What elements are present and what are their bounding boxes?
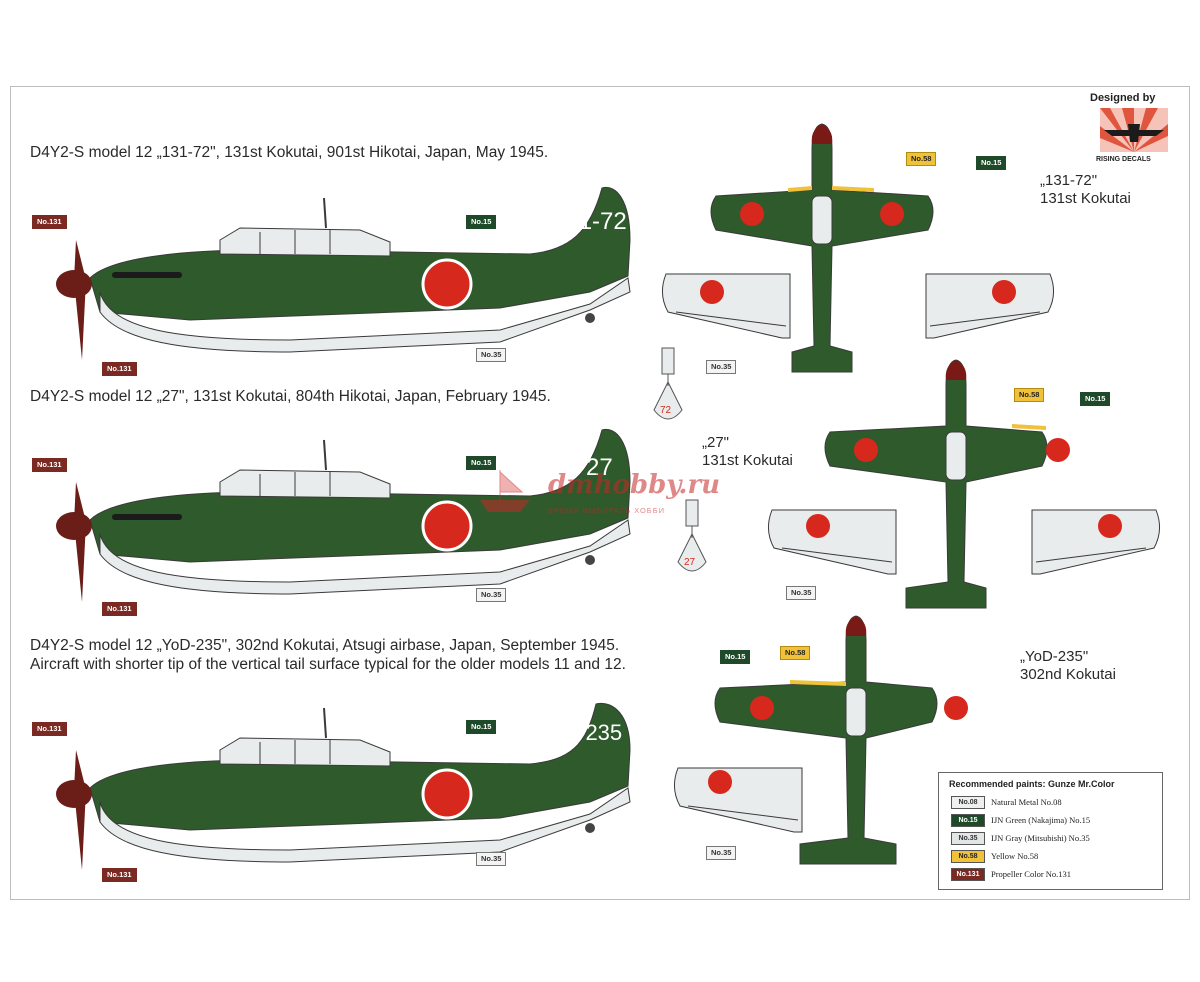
legend-label: IJN Green (Nakajima) No.15 bbox=[991, 815, 1091, 825]
paint-tag-no15: No.15 bbox=[720, 650, 751, 664]
underwing-left-3 bbox=[674, 767, 803, 833]
side-profile-27 bbox=[56, 428, 631, 602]
legend-code: No.35 bbox=[951, 831, 985, 845]
plan-view-yod-235 bbox=[714, 615, 968, 865]
watermark: dmhobby.ru ВРЕМЯ ВЫБИРАТЬ ХОББИ bbox=[470, 462, 750, 522]
legend-title: Recommended paints: Gunze Mr.Color bbox=[949, 779, 1115, 789]
side-profile-131-72 bbox=[56, 186, 631, 360]
paint-tag-no35: No.35 bbox=[706, 846, 737, 860]
paint-tag-no15: No.15 bbox=[466, 456, 497, 470]
tail-code: 3D-235 bbox=[550, 720, 623, 745]
paint-tag-no15: No.15 bbox=[466, 215, 497, 229]
paint-tag-no35: No.35 bbox=[786, 586, 817, 600]
plan-view-131-72 bbox=[710, 123, 934, 373]
legend-code: No.131 bbox=[951, 867, 985, 881]
front-view-number: 72 bbox=[660, 405, 672, 416]
profile-2-caption: D4Y2-S model 12 „27", 131st Kokutai, 804… bbox=[30, 388, 551, 405]
legend-code: No.08 bbox=[951, 795, 985, 809]
front-view-27 bbox=[677, 499, 707, 572]
plan-1-name-line2: 131st Kokutai bbox=[1040, 190, 1131, 207]
rising-sun-logo-icon bbox=[1100, 108, 1168, 152]
watermark-site: dmhobby.ru bbox=[548, 470, 721, 500]
paint-tag-no131: No.131 bbox=[102, 602, 137, 616]
paint-tag-no35: No.35 bbox=[476, 852, 507, 866]
legend-label: Yellow No.58 bbox=[991, 851, 1039, 861]
profile-1-caption: D4Y2-S model 12 „131-72", 131st Kokutai,… bbox=[30, 144, 549, 161]
plan-3-name-line2: 302nd Kokutai bbox=[1020, 666, 1116, 683]
legend-row: No.08 Natural Metal No.08 bbox=[951, 795, 1062, 809]
designer-brand: RISING DECALS bbox=[1096, 156, 1151, 163]
legend-label: Natural Metal No.08 bbox=[991, 797, 1062, 807]
paint-tag-no35: No.35 bbox=[476, 348, 507, 362]
paint-tag-no35: No.35 bbox=[706, 360, 737, 374]
designer-label: Designed by bbox=[1090, 92, 1156, 104]
paint-tag-no58: No.58 bbox=[906, 152, 937, 166]
underwing-left-1 bbox=[662, 273, 791, 339]
paint-tag-no15: No.15 bbox=[466, 720, 497, 734]
paint-legend: Recommended paints: Gunze Mr.Color No.08… bbox=[938, 772, 1163, 890]
front-view-number: 27 bbox=[684, 557, 696, 568]
paint-tag-no15: No.15 bbox=[1080, 392, 1111, 406]
paint-tag-no131: No.131 bbox=[32, 215, 67, 229]
paint-tag-no15: No.15 bbox=[976, 156, 1007, 170]
legend-row: No.35 IJN Gray (Mitsubishi) No.35 bbox=[951, 831, 1090, 845]
side-profile-yod-235 bbox=[56, 702, 631, 870]
legend-row: No.58 Yellow No.58 bbox=[951, 849, 1038, 863]
ship-logo-icon bbox=[480, 470, 530, 512]
plan-2-name-line2: 131st Kokutai bbox=[702, 452, 793, 469]
underwing-left-2 bbox=[768, 509, 897, 575]
legend-row: No.131 Propeller Color No.131 bbox=[951, 867, 1071, 881]
tail-code: 131-72 bbox=[552, 208, 627, 235]
legend-label: IJN Gray (Mitsubishi) No.35 bbox=[991, 833, 1090, 843]
legend-code: No.15 bbox=[951, 813, 985, 827]
tail-code: 27 bbox=[586, 454, 613, 481]
paint-tag-no131: No.131 bbox=[32, 458, 67, 472]
paint-tag-no131: No.131 bbox=[102, 868, 137, 882]
plan-view-27 bbox=[824, 359, 1070, 609]
underwing-right-1 bbox=[925, 273, 1054, 339]
profile-3-caption-line2: Aircraft with shorter tip of the vertica… bbox=[30, 656, 626, 673]
designer-logo: Designed by RISING DECALS bbox=[1088, 92, 1188, 172]
underwing-right-2 bbox=[1031, 509, 1160, 575]
paint-tag-no58: No.58 bbox=[1014, 388, 1045, 402]
profile-3-caption-line1: D4Y2-S model 12 „YoD-235", 302nd Kokutai… bbox=[30, 637, 620, 654]
legend-label: Propeller Color No.131 bbox=[991, 869, 1072, 879]
paint-tag-no35: No.35 bbox=[476, 588, 507, 602]
front-view-72 bbox=[653, 347, 683, 420]
paint-tag-no58: No.58 bbox=[780, 646, 811, 660]
plan-3-name-line1: „YoD-235" bbox=[1020, 648, 1089, 665]
legend-code: No.58 bbox=[951, 849, 985, 863]
legend-row: No.15 IJN Green (Nakajima) No.15 bbox=[951, 813, 1090, 827]
watermark-slogan: ВРЕМЯ ВЫБИРАТЬ ХОББИ bbox=[548, 506, 666, 515]
paint-tag-no131: No.131 bbox=[32, 722, 67, 736]
plan-1-name-line1: „131-72" bbox=[1040, 172, 1098, 189]
paint-tag-no131: No.131 bbox=[102, 362, 137, 376]
plan-2-name-line1: „27" bbox=[702, 434, 730, 451]
